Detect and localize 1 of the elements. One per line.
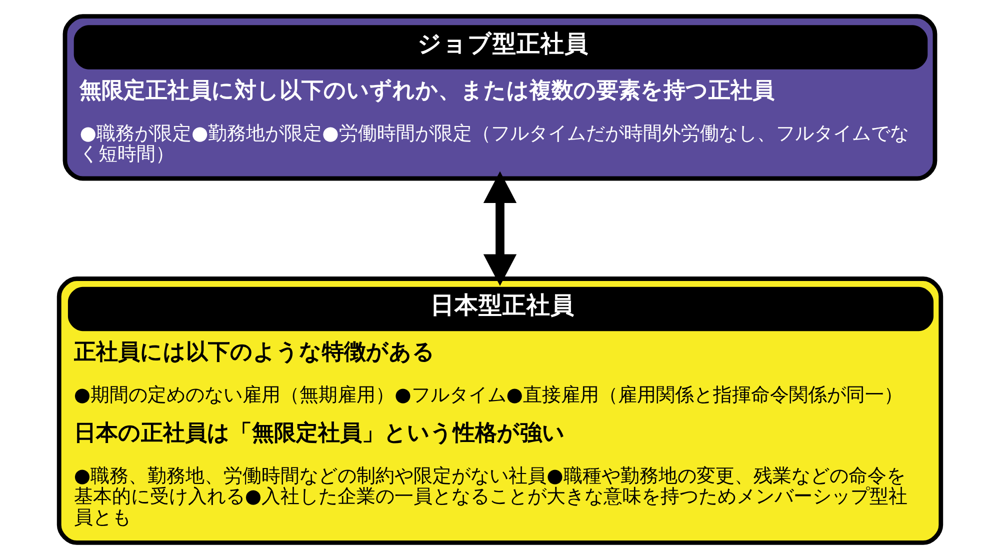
arrow [483,171,517,286]
